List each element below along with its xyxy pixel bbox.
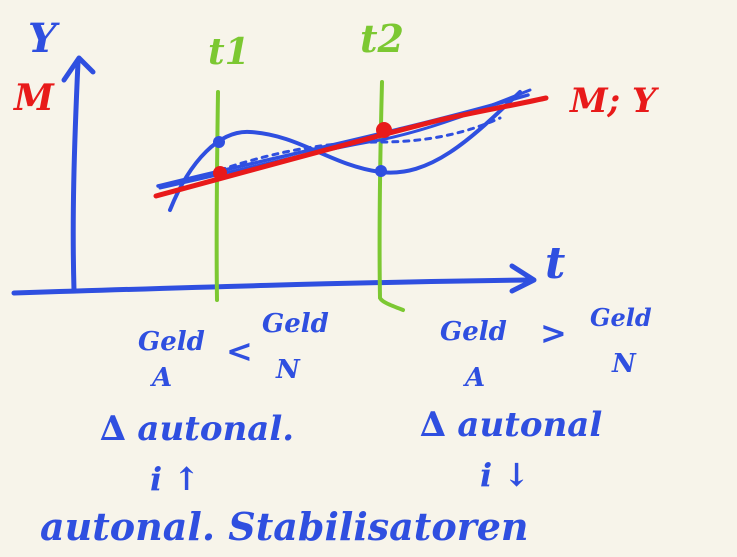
money-axis-label: M (12, 77, 55, 119)
right-sub-n: N (611, 349, 637, 379)
x-axis (11, 277, 533, 296)
t1-label: t1 (208, 31, 250, 73)
bottom-note: autonal. Stabilisatoren (40, 504, 529, 549)
y-axis (70, 59, 81, 293)
left-sub-a: A (149, 363, 172, 393)
point-t1-cycle (213, 136, 225, 148)
left-relation: < (226, 332, 253, 370)
left-sub-n: N (275, 355, 301, 385)
x-axis-arrowhead (509, 263, 537, 294)
right-geld-n: Geld (590, 303, 652, 332)
right-line1: ∆ autonal (420, 405, 602, 445)
curve-label: M; Y (569, 81, 659, 121)
x-axis-label: t (545, 238, 565, 289)
right-line2: i ↓ (480, 456, 530, 494)
point-t1-money (213, 166, 227, 180)
left-note: Geld A < Geld N ∆ autonal. i ↑ (100, 309, 329, 498)
point-t2-money (376, 122, 392, 138)
right-relation: > (540, 314, 567, 352)
t1-line (214, 90, 220, 302)
left-line2: i ↑ (150, 460, 200, 498)
right-geld-a: Geld (440, 317, 507, 347)
t2-label: t2 (360, 16, 404, 61)
left-geld-n: Geld (262, 309, 329, 339)
cycle-curve (168, 90, 522, 212)
right-sub-a: A (462, 363, 485, 393)
dotted-line (218, 116, 502, 172)
left-line1: ∆ autonal. (100, 409, 294, 449)
y-axis-label: Y (28, 15, 60, 62)
left-geld-a: Geld (138, 327, 205, 357)
t2-line (377, 80, 405, 312)
right-note: Geld A > Geld N ∆ autonal i ↓ (420, 303, 652, 494)
money-line (153, 95, 549, 199)
point-t2-cycle (375, 165, 387, 177)
y-axis-arrowhead (61, 55, 96, 83)
